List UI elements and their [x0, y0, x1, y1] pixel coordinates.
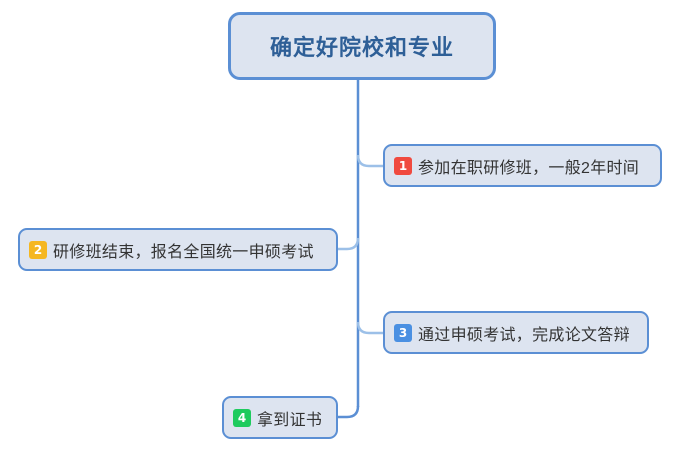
- branch-line-step-4: [338, 405, 360, 419]
- root-node-label: 确定好院校和专业: [269, 35, 454, 60]
- root-node[interactable]: 确定好院校和专业: [228, 12, 496, 80]
- step-node-4[interactable]: 4 拿到证书: [222, 396, 338, 439]
- step-label-3: 通过申硕考试，完成论文答辩: [418, 326, 630, 344]
- step-badge-2: 2: [29, 240, 47, 259]
- branch-line-step-3: [356, 321, 383, 335]
- step-label-4: 拿到证书: [257, 411, 323, 429]
- step-badge-4: 4: [233, 408, 251, 427]
- step-node-1[interactable]: 1 参加在职研修班，一般2年时间: [383, 144, 662, 187]
- branch-line-step-1: [356, 154, 383, 168]
- step-label-1: 参加在职研修班，一般2年时间: [418, 159, 640, 177]
- step-badge-3: 3: [394, 323, 412, 342]
- step-node-2[interactable]: 2 研修班结束，报名全国统一申硕考试: [18, 228, 338, 271]
- step-node-3[interactable]: 3 通过申硕考试，完成论文答辩: [383, 311, 649, 354]
- step-label-2: 研修班结束，报名全国统一申硕考试: [53, 243, 314, 261]
- branch-line-step-2: [338, 237, 360, 251]
- step-badge-1: 1: [394, 156, 412, 175]
